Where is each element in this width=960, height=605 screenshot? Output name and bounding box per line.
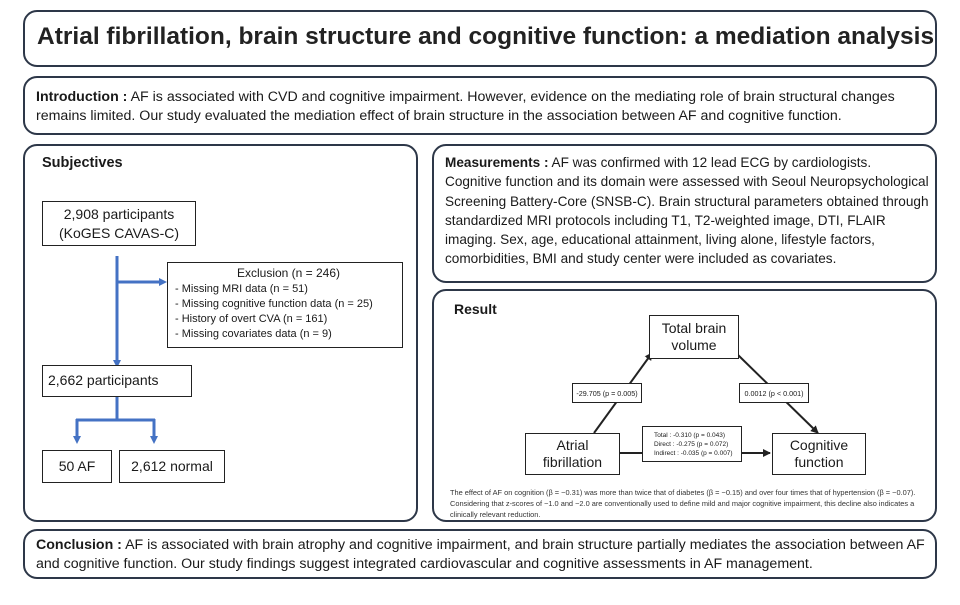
path-a-value: -29.705 (p = 0.005) — [576, 388, 638, 398]
result-panel: Result Total brain volume Atrial fibrill… — [432, 289, 937, 522]
mediator-line-1: Total brain — [661, 320, 727, 336]
normal-group-text: 2,612 normal — [131, 458, 213, 474]
af-group-text: 50 AF — [58, 458, 96, 474]
conclusion-panel: Conclusion : AF is associated with brain… — [23, 529, 937, 579]
af-group-box: 50 AF — [42, 450, 112, 483]
outcome-line-1: Cognitive — [789, 437, 849, 453]
cohort-line-1: 2,908 participants — [63, 206, 175, 222]
measurements-panel: Measurements : AF was confirmed with 12 … — [432, 144, 937, 283]
outcome-box: Cognitive function — [772, 433, 866, 475]
result-heading: Result — [454, 301, 497, 317]
exclusion-title: Exclusion (n = 246) — [236, 266, 341, 280]
poster-title: Atrial fibrillation, brain structure and… — [37, 23, 935, 50]
exclusion-item: - Missing covariates data (n = 9) — [175, 328, 332, 340]
mediator-box: Total brain volume — [649, 315, 739, 359]
introduction-text: AF is associated with CVD and cognitive … — [36, 89, 895, 124]
effect-indirect: Indirect : -0.035 (p = 0.007) — [654, 449, 733, 457]
exclusion-item: - Missing MRI data (n = 51) — [175, 283, 308, 295]
exposure-box: Atrial fibrillation — [525, 433, 620, 475]
measurements-paragraph: Measurements : AF was confirmed with 12 … — [445, 153, 930, 269]
exclusion-box: Exclusion (n = 246) - Missing MRI data (… — [167, 262, 403, 348]
path-b-value: 0.0012 (p < 0.001) — [744, 388, 804, 398]
effect-total: Total : -0.310 (p = 0.043) — [654, 431, 726, 439]
path-b-label: 0.0012 (p < 0.001) — [739, 383, 809, 403]
exposure-line-2: fibrillation — [542, 454, 603, 470]
conclusion-label: Conclusion : — [36, 537, 122, 553]
conclusion-paragraph: Conclusion : AF is associated with brain… — [36, 536, 928, 574]
title-panel: Atrial fibrillation, brain structure and… — [23, 10, 937, 67]
conclusion-text: AF is associated with brain atrophy and … — [36, 537, 925, 572]
effects-label: Total : -0.310 (p = 0.043) Direct : -0.2… — [642, 426, 742, 462]
exclusion-item: - Missing cognitive function data (n = 2… — [175, 298, 373, 310]
introduction-paragraph: Introduction : AF is associated with CVD… — [36, 88, 928, 126]
measurements-text: AF was confirmed with 12 lead ECG by car… — [445, 155, 929, 267]
introduction-label: Introduction : — [36, 89, 128, 105]
effect-direct: Direct : -0.275 (p = 0.072) — [654, 440, 729, 448]
mediator-line-2: volume — [671, 337, 717, 353]
subjectives-heading: Subjectives — [42, 155, 123, 171]
measurements-label: Measurements : — [445, 155, 549, 170]
exclusion-item: - History of overt CVA (n = 161) — [175, 313, 328, 325]
flowchart-arrows — [73, 256, 167, 444]
remaining-text: 2,662 participants — [48, 372, 159, 388]
result-note: The effect of AF on cognition (β = −0.31… — [450, 488, 916, 519]
path-a-label: -29.705 (p = 0.005) — [572, 383, 642, 403]
cohort-line-2: (KoGES CAVAS-C) — [58, 225, 180, 241]
normal-group-box: 2,612 normal — [119, 450, 225, 483]
remaining-box: 2,662 participants — [42, 365, 192, 397]
subjectives-panel: Subjectives 2,908 participants (KoGES CA… — [23, 144, 418, 522]
exposure-line-1: Atrial — [556, 437, 589, 453]
cohort-box: 2,908 participants (KoGES CAVAS-C) — [42, 201, 196, 246]
introduction-panel: Introduction : AF is associated with CVD… — [23, 76, 937, 135]
outcome-line-2: function — [794, 454, 844, 470]
